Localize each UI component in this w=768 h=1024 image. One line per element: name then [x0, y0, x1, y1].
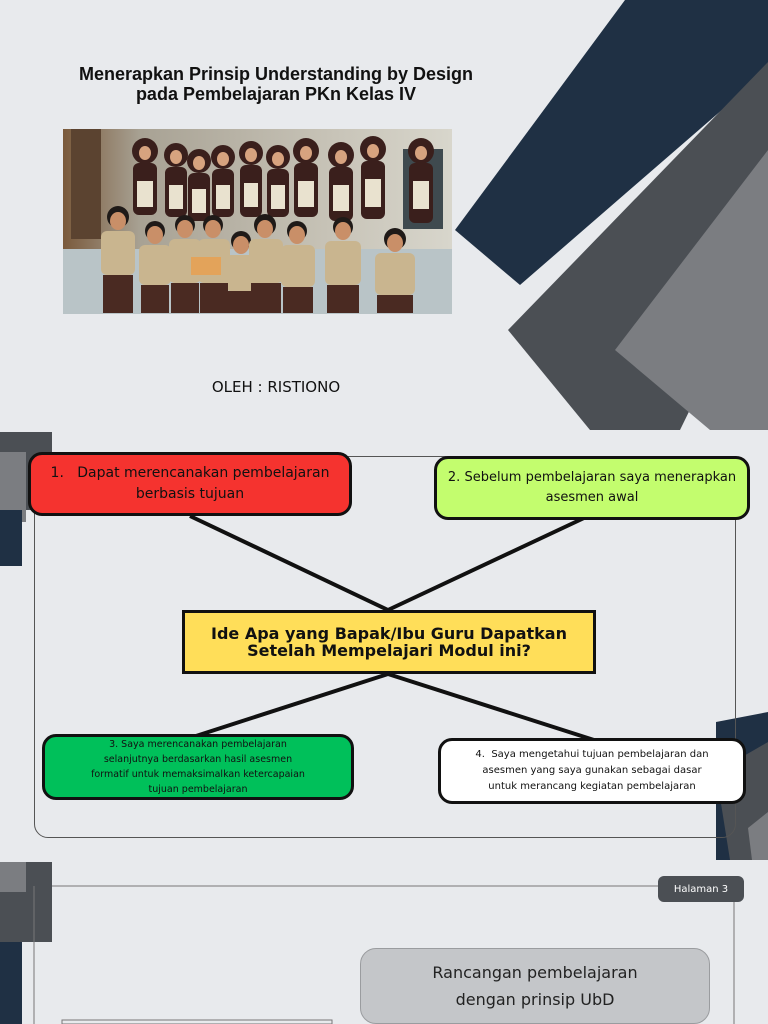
idea-1-line-1: 1. Dapat merencanakan pembelajaran — [50, 465, 330, 481]
slide1-decor-shapes — [455, 0, 768, 430]
decor-square-navy — [0, 510, 22, 566]
center-question-line-2: Setelah Mempelajari Modul ini? — [247, 641, 531, 660]
class-group-photo — [63, 129, 452, 314]
idea-3-line-1: 3. Saya merencanakan pembelajaran — [109, 739, 287, 750]
title-line-1: Menerapkan Prinsip Understanding by Desi… — [78, 64, 474, 84]
light-gray-stripe — [615, 150, 768, 430]
page-number-badge: Halaman 3 — [658, 876, 744, 902]
center-question-line-1: Ide Apa yang Bapak/Ibu Guru Dapatkan — [211, 624, 567, 643]
idea-3-line-2: selanjutnya berdasarkan hasil asesmen — [103, 754, 293, 765]
idea-2-line-1: 2. Sebelum pembelajaran saya menerapkan — [447, 470, 737, 485]
author-name: OLEH : RISTIONO — [211, 378, 341, 396]
idea-3-line-3: formatif untuk memaksimalkan ketercapaia… — [91, 769, 305, 780]
idea-box-3: 3. Saya merencanakan pembelajaran selanj… — [42, 734, 354, 800]
idea-box-4: 4. Saya mengetahui tujuan pembelajaran d… — [438, 738, 746, 804]
title-line-2: pada Pembelajaran PKn Kelas IV — [135, 84, 417, 104]
idea-4-line-2: asesmen yang saya gunakan sebagai dasar — [482, 765, 702, 776]
idea-box-2: 2. Sebelum pembelajaran saya menerapkan … — [434, 456, 750, 520]
slide3-decor-shapes — [0, 862, 736, 1024]
back-row-students — [132, 136, 434, 223]
decor-square-gray — [0, 862, 26, 892]
idea-4-line-3: untuk merancang kegiatan pembelajaran — [488, 781, 696, 792]
slide-2: 1. Dapat merencanakan pembelajaran berba… — [0, 432, 768, 860]
idea-3-line-4: tujuan pembelajaran — [148, 784, 248, 795]
decor-square-navy — [0, 942, 22, 1024]
idea-4-line-1: 4. Saya mengetahui tujuan pembelajaran d… — [475, 749, 709, 760]
decor-corner-gray — [748, 812, 768, 860]
navy-stripe — [455, 0, 768, 285]
slide-3: Halaman 3 Rancangan pembelajaran dengan … — [0, 862, 768, 1024]
idea-box-1: 1. Dapat merencanakan pembelajaran berba… — [28, 452, 352, 516]
mindmap-connectors — [189, 514, 595, 742]
idea-1-line-2: berbasis tujuan — [135, 486, 245, 502]
slide-1: Menerapkan Prinsip Understanding by Desi… — [0, 0, 768, 430]
slide2-frame — [34, 456, 736, 838]
idea-2-line-2: asesmen awal — [545, 490, 639, 505]
presentation-title: Menerapkan Prinsip Understanding by Desi… — [20, 64, 532, 104]
section-heading-line-1: Rancangan pembelajaran — [432, 963, 638, 982]
section-heading-line-2: dengan prinsip UbD — [455, 990, 615, 1009]
center-question-box: Ide Apa yang Bapak/Ibu Guru Dapatkan Set… — [182, 610, 596, 674]
front-row-students — [101, 206, 415, 313]
section-heading-box: Rancangan pembelajaran dengan prinsip Ub… — [360, 948, 710, 1024]
content-placeholder-bar — [61, 1019, 333, 1024]
